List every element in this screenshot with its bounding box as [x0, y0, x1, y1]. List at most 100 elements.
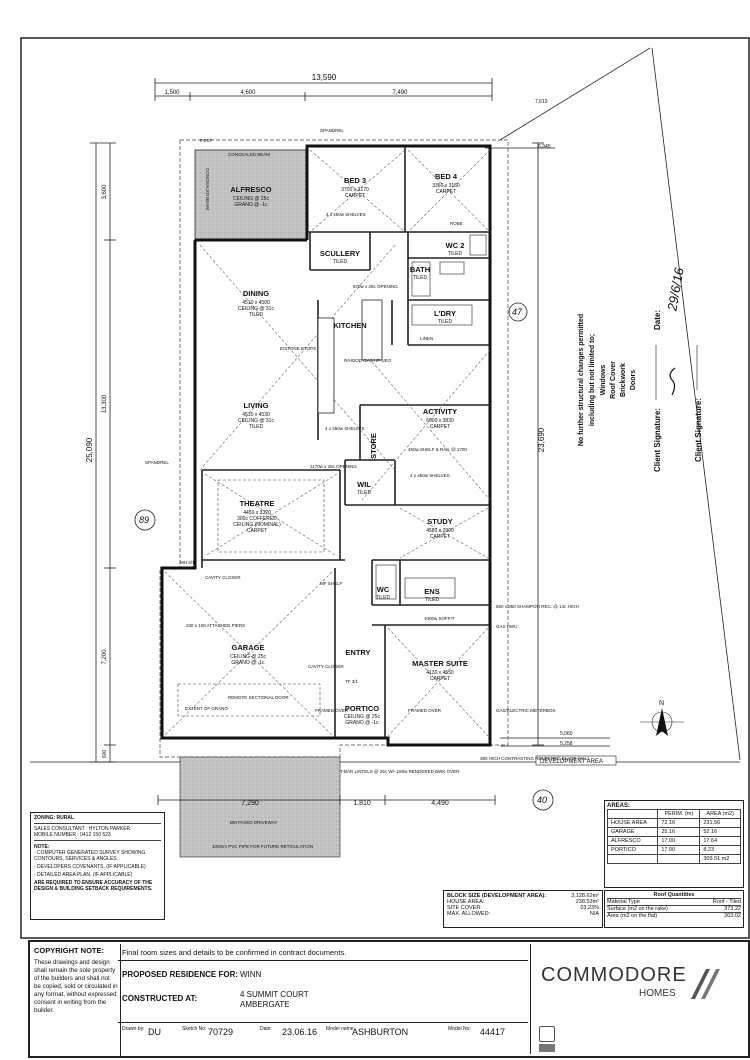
right-dimension-line [532, 142, 544, 746]
svg-text:TILED: TILED [333, 259, 348, 265]
svg-text:CEILING @ 25c: CEILING @ 25c [233, 196, 269, 202]
svg-text:CONCEALED BEAM: CONCEALED BEAM [228, 152, 270, 157]
svg-text:GRANO @ -1c: GRANO @ -1c [234, 202, 268, 208]
svg-text:TF 3/1: TF 3/1 [345, 679, 359, 684]
dim-setback-1: 5,060 [560, 731, 573, 737]
svg-text:1000w SOFFIT: 1000w SOFFIT [424, 616, 455, 621]
svg-text:CEILING @ 25c: CEILING @ 25c [344, 714, 380, 720]
svg-text:SPANDREL: SPANDREL [145, 460, 169, 465]
note-line-2: - DEVELOPERS COVENANTS. (IF APPLICABLE) [34, 864, 146, 870]
svg-text:650 x 350 SHAMPOO REC. @ 14c H: 650 x 350 SHAMPOO REC. @ 14c HIGH [496, 604, 579, 609]
svg-text:EXTENT OF GRANO: EXTENT OF GRANO [185, 706, 228, 711]
svg-text:POST: POST [200, 138, 213, 143]
ceiling-diagonals [164, 149, 491, 737]
room-scullery: SCULLERY [320, 249, 360, 258]
dim-top-seg-3: 7,490 [392, 90, 408, 96]
block-info-values: 3,128.62m² 238.53m² 03.23% N/A [571, 893, 599, 917]
svg-text:4130 x 4550: 4130 x 4550 [426, 670, 454, 676]
svg-text:TILED: TILED [249, 312, 264, 318]
svg-text:CARPET: CARPET [436, 189, 456, 195]
info-block-left: ZONING: RURAL SALES CONSULTANT : HYLTON … [30, 812, 165, 920]
room-wc: WC [377, 585, 390, 594]
dim-setback-2: 5,258 [560, 741, 573, 747]
bottom-dimension-lines [157, 795, 496, 805]
svg-text:4510 x 4500: 4510 x 4500 [242, 300, 270, 306]
svg-text:380 HIGH CONTRASTING RENDERED: 380 HIGH CONTRASTING RENDERED BLADE WALL [480, 756, 590, 761]
dim-left-seg-2: 13,300 [102, 394, 108, 413]
mba-badge-icon [539, 1044, 555, 1052]
svg-text:4 x 450w SHELVES: 4 x 450w SHELVES [325, 426, 365, 431]
driveway-shading [179, 756, 341, 858]
room-labels: ALFRESCO BED 3 BED 4 SCULLERY WC 2 BATH … [230, 172, 468, 713]
svg-text:4 x 450w SHELVES: 4 x 450w SHELVES [326, 212, 366, 217]
dim-diag-right: 6,945 [538, 144, 551, 150]
handwritten-circles [134, 302, 554, 811]
svg-text:TILED: TILED [448, 251, 463, 257]
svg-text:870w x 25c OPENING: 870w x 25c OPENING [353, 284, 398, 289]
svg-text:MF SHELF: MF SHELF [320, 581, 343, 586]
svg-text:FRAMED OVER: FRAMED OVER [315, 708, 349, 713]
north-compass [640, 708, 684, 736]
note-line-4: ARE REQUIRED TO ENSURE ACCURACY OF THE D… [34, 880, 153, 892]
svg-text:4450 x 3320: 4450 x 3320 [243, 510, 271, 516]
svg-text:BM PAVED DRIVEWAY: BM PAVED DRIVEWAY [230, 820, 277, 825]
exterior-walls [160, 144, 492, 747]
dim-left-total: 25,090 [85, 437, 94, 462]
svg-text:CARPET: CARPET [430, 676, 450, 682]
model-no-value: 44417 [480, 1027, 506, 1037]
room-wc2: WC 2 [446, 241, 465, 250]
garage-door-zone [177, 683, 321, 717]
logo-commodore: COMMODORE [541, 964, 687, 986]
svg-text:REMOTE SECTIONAL DOOR: REMOTE SECTIONAL DOOR [228, 695, 289, 700]
svg-text:FRAMED OVER: FRAMED OVER [408, 708, 442, 713]
svg-text:Roof Cover: Roof Cover [610, 361, 617, 399]
svg-text:TILED: TILED [376, 595, 391, 601]
interior-walls [201, 146, 490, 738]
proposed-value: WINN [240, 970, 262, 979]
constructed-line-1: 4 SUMMIT COURT [240, 990, 309, 999]
note-title: NOTE: [34, 844, 50, 850]
drawn-label: Drawn by: [122, 1026, 145, 1032]
svg-text:No further structural changes: No further structural changes permitted [578, 314, 585, 446]
svg-text:4 x 450w SHELVES: 4 x 450w SHELVES [410, 473, 450, 478]
kitchen-bench [317, 317, 335, 414]
svg-text:TILED: TILED [438, 319, 453, 325]
svg-text:300c COFFERED: 300c COFFERED [237, 516, 277, 522]
svg-text:6000 x 3830: 6000 x 3830 [426, 418, 454, 424]
alfresco-area-shading [194, 149, 308, 241]
areas-header-row: PERIM. (m) AREA (m2) [606, 809, 741, 819]
development-area-label: DEVELOPMENT AREA [540, 759, 603, 765]
roof-title: Roof Quantities [653, 892, 695, 898]
table-row: Surface (m2 on the rake)373.22 [607, 905, 741, 912]
svg-text:MH 3/1: MH 3/1 [180, 560, 195, 565]
svg-text:GAS/ELECTRIC METERBOX: GAS/ELECTRIC METERBOX [496, 708, 556, 713]
room-master-suite: MASTER SUITE [412, 659, 468, 668]
divider-1 [118, 960, 528, 961]
svg-text:GRANO @ -1c: GRANO @ -1c [231, 660, 265, 666]
hand-mark-2: 47 [512, 307, 523, 317]
block-info: BLOCK SIZE (DEVELOPMENT AREA): HOUSE ARE… [443, 890, 603, 928]
client-signature-1: Client Signature: [653, 408, 662, 472]
hand-mark-3: 40 [537, 795, 547, 805]
date-value: 23.06.16 [282, 1027, 318, 1037]
svg-text:CEILING @ 31c: CEILING @ 31c [238, 306, 274, 312]
areas-title: AREAS: [607, 803, 631, 809]
room-ens: ENS [424, 587, 439, 596]
room-alfresco: ALFRESCO [230, 185, 271, 194]
svg-text:CONCEALED BEAM: CONCEALED BEAM [205, 168, 210, 210]
top-dimension-lines [154, 78, 493, 101]
mobile-number: MOBILE NUMBER : 0412 150 523 [34, 832, 161, 841]
logo-homes: HOMES [639, 988, 676, 999]
room-living: LIVING [243, 401, 268, 410]
proposed-label: PROPOSED RESIDENCE FOR: [122, 970, 239, 979]
structural-note: No further structural changes permitted … [578, 314, 637, 446]
lot-boundary [30, 47, 741, 763]
date-label: Date: [653, 310, 662, 330]
room-bed4: BED 4 [435, 172, 458, 181]
constructed-label: CONSTRUCTED AT: [122, 994, 198, 1003]
svg-text:3360 x 3150: 3360 x 3150 [432, 183, 460, 189]
